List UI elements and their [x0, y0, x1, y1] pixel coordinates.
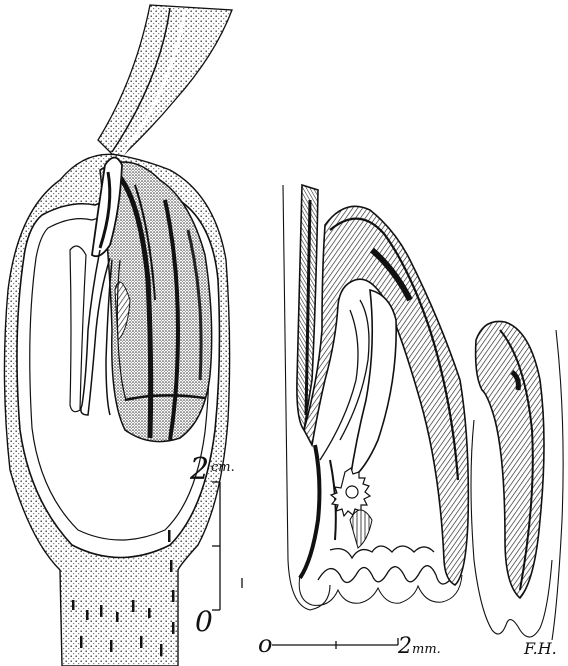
left-scale-top-label: 2: [190, 455, 209, 485]
left-specimen: [4, 5, 232, 666]
right-scale-bar: [272, 638, 398, 649]
artist-signature: F.H.: [524, 641, 557, 657]
left-scale-bar: [212, 482, 242, 610]
right-scale-right-label: 2: [398, 636, 412, 658]
inner-channel: [350, 290, 396, 480]
lobed-base: [318, 566, 450, 584]
left-scale-unit-label: cm.: [211, 461, 235, 474]
left-scale-bottom-label: 0: [195, 608, 213, 636]
right-scale-unit-label: mm.: [412, 643, 441, 656]
serrated-gland: [331, 468, 370, 516]
right-specimen: [283, 185, 563, 640]
right-scale-left-label: o: [258, 632, 272, 656]
